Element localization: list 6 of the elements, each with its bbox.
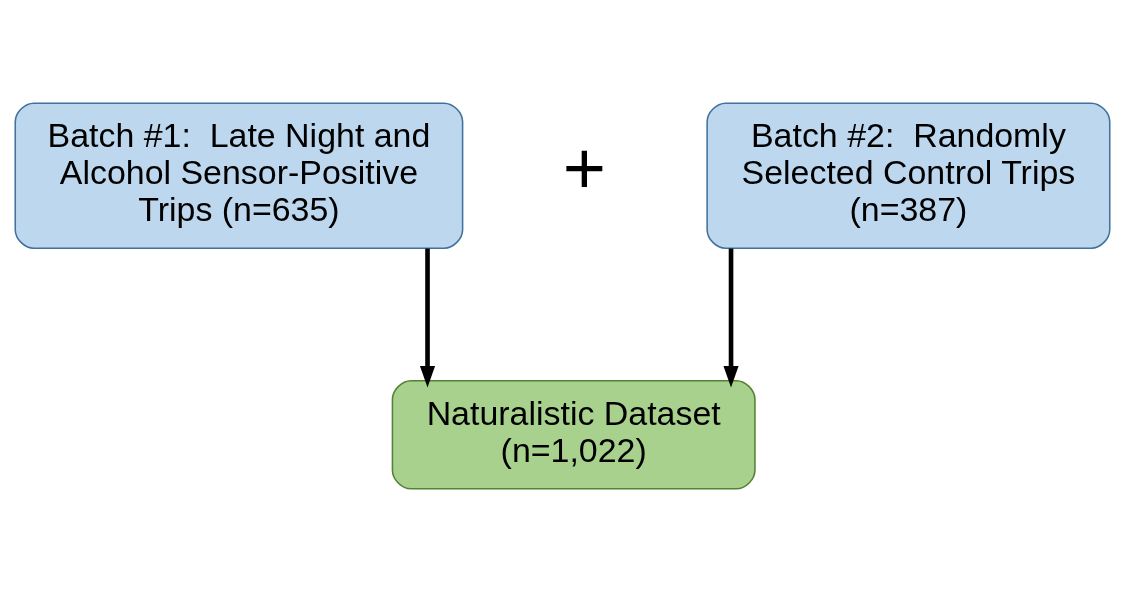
arrow	[723, 248, 739, 388]
node-box: Naturalistic Dataset (n=1,022)	[391, 380, 756, 490]
arrow	[419, 248, 436, 388]
node-box: Batch #2: Randomly Selected Control Trips (n=387)	[706, 102, 1111, 249]
label: +	[562, 127, 607, 211]
node-box: Batch #1: Late Night and Alcohol Sensor-Positive Trips (n=635)	[14, 102, 464, 249]
